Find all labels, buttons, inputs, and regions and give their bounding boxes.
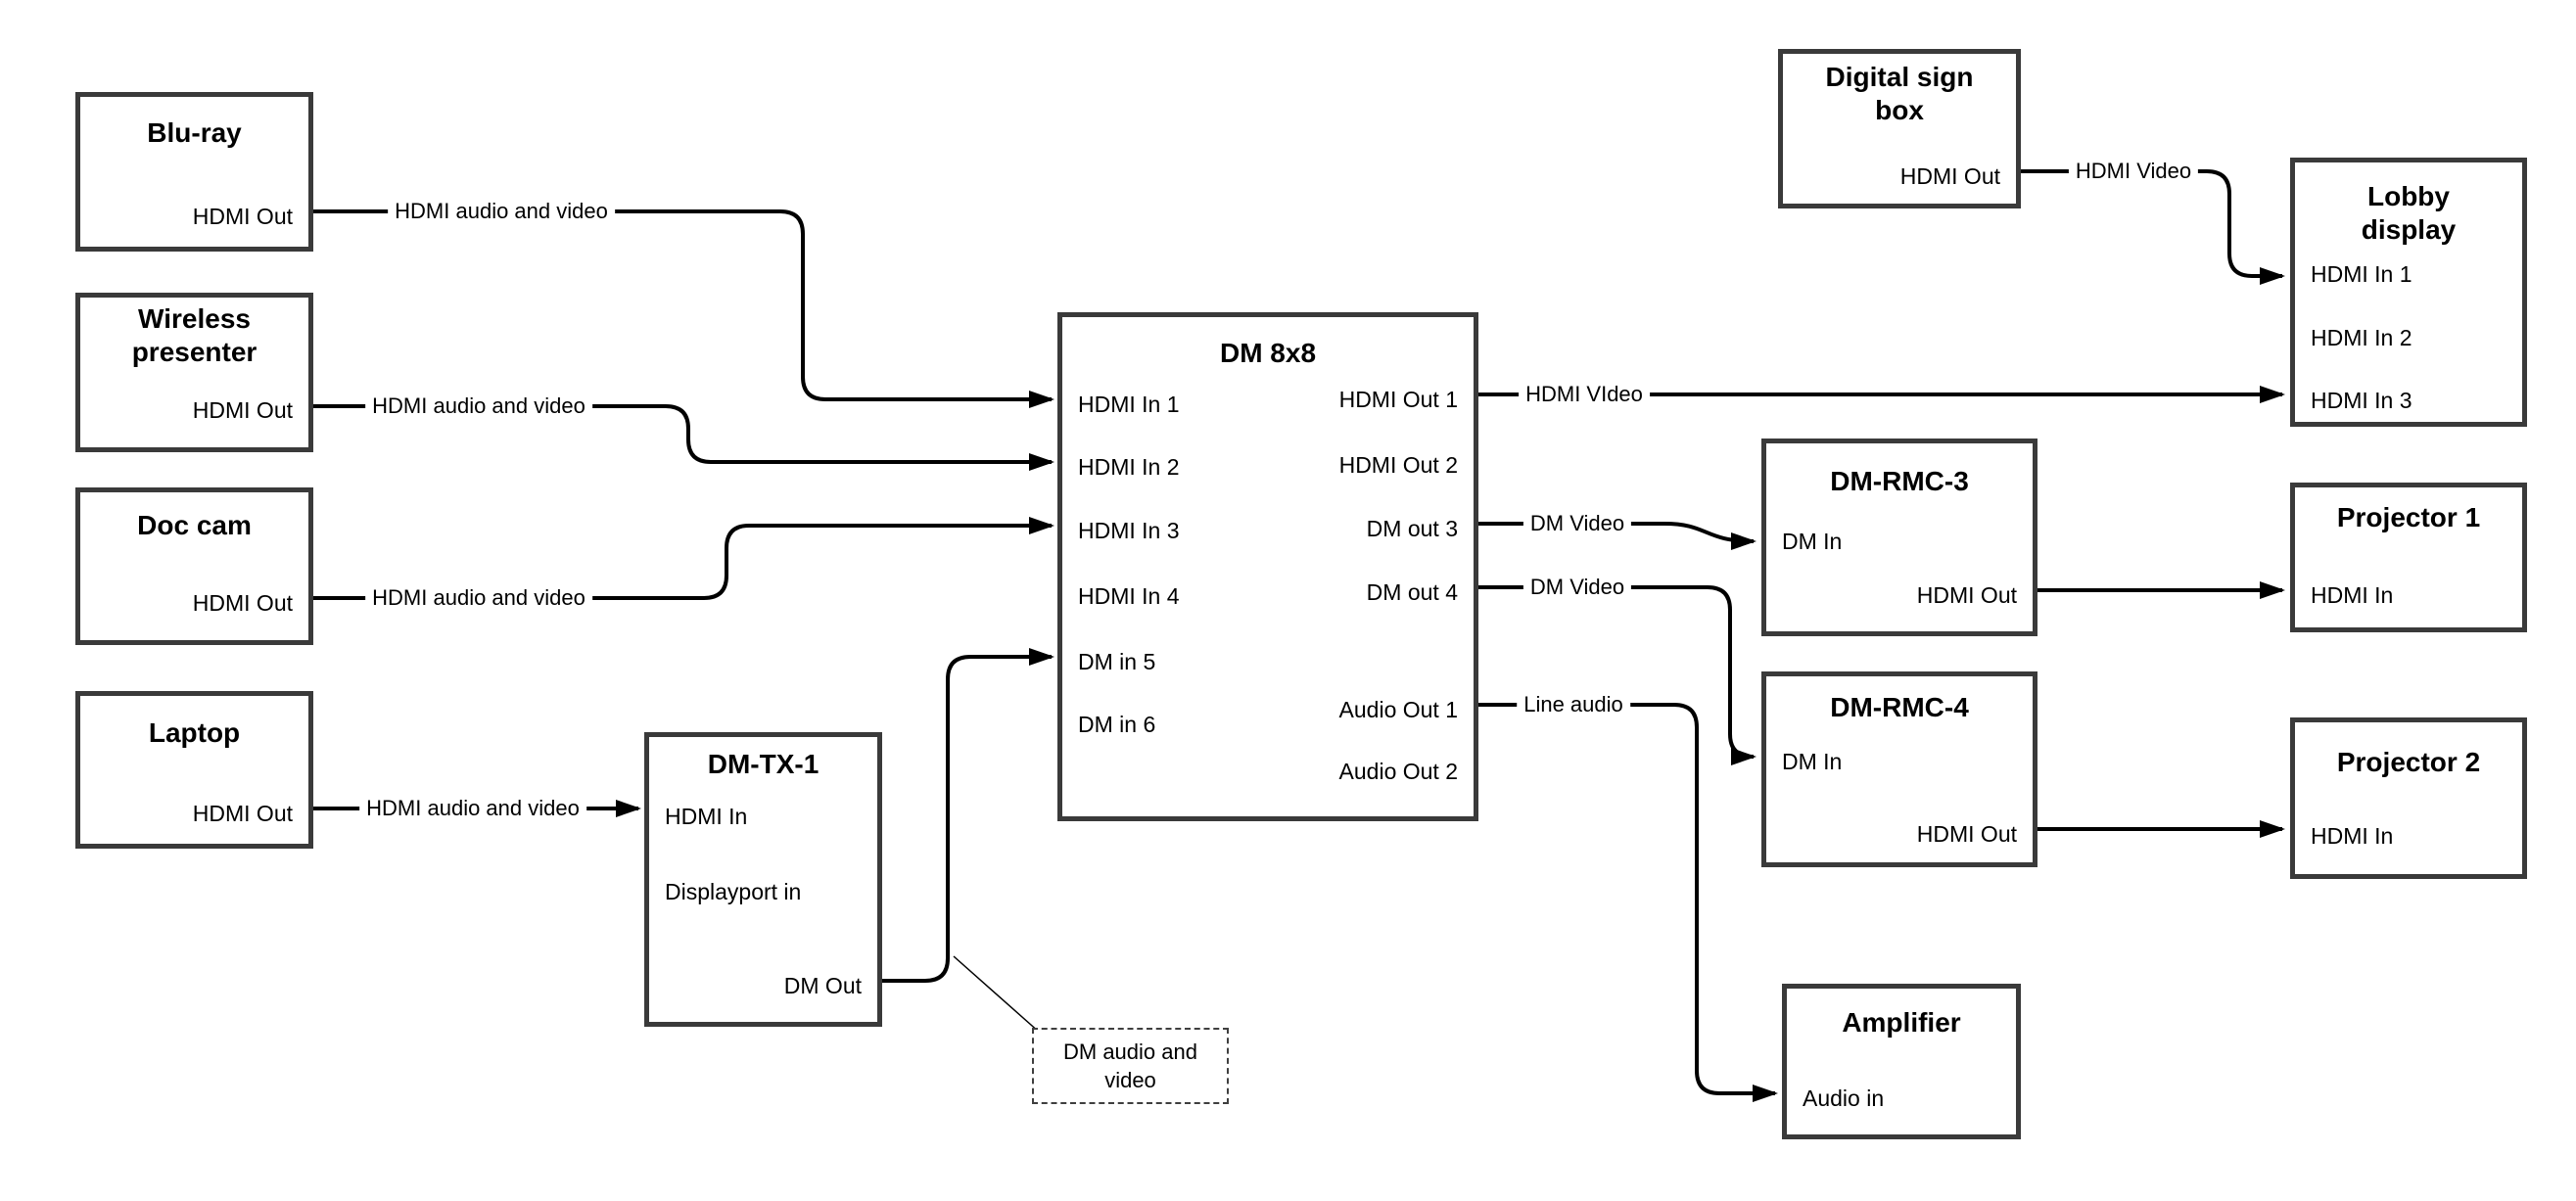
- connector-digital-sign-to-lobby-hdmi-in-1: [2021, 169, 2285, 285]
- box-title: Wireless presenter: [131, 303, 258, 367]
- connection-label-bluray: HDMI audio and video: [388, 199, 615, 224]
- box-title: Laptop: [148, 717, 241, 748]
- port-hdmi-out-2: HDMI Out 2: [1338, 452, 1458, 478]
- connection-label-dm-out-4: DM Video: [1522, 575, 1632, 600]
- box-title: Lobby display: [2361, 181, 2457, 245]
- port-dm-in-6: DM in 6: [1078, 712, 1156, 737]
- device-box-dm-rmc-4: DM-RMC-4 DM In HDMI Out: [1761, 671, 2037, 867]
- box-title: Projector 2: [2336, 747, 2481, 777]
- port-hdmi-out: HDMI Out: [1899, 163, 2000, 189]
- device-box-lobby-display: Lobby display HDMI In 1 HDMI In 2 HDMI I…: [2290, 158, 2527, 427]
- port-hdmi-in: HDMI In: [665, 804, 748, 829]
- port-hdmi-in-3: HDMI In 3: [2311, 388, 2412, 413]
- port-hdmi-out-1: HDMI Out 1: [1338, 387, 1458, 412]
- connector-dm-out-3-to-rmc3-dm-in: [1478, 522, 1756, 550]
- box-title: DM-RMC-4: [1830, 692, 1969, 722]
- device-box-bluray: Blu-ray HDMI Out: [75, 92, 313, 252]
- box-title: Doc cam: [137, 510, 252, 540]
- port-dm-out-4: DM out 4: [1366, 579, 1458, 605]
- box-title: Amplifier: [1842, 1007, 1961, 1038]
- box-title: Blu-ray: [147, 117, 242, 148]
- port-displayport-in: Displayport in: [665, 879, 802, 904]
- port-hdmi-in-1: HDMI In 1: [1078, 392, 1180, 417]
- connector-doccam-to-hdmi-in-3: [312, 517, 1054, 600]
- connection-label-dm-out-3: DM Video: [1522, 511, 1632, 536]
- connection-label-wireless: HDMI audio and video: [365, 393, 592, 419]
- port-hdmi-in-3: HDMI In 3: [1078, 518, 1180, 543]
- port-dm-in: DM In: [1782, 749, 1843, 774]
- annotation-note: DM audio and video: [1032, 1028, 1229, 1104]
- port-hdmi-out: HDMI Out: [1916, 582, 2017, 608]
- port-hdmi-out: HDMI Out: [192, 397, 293, 423]
- device-box-dm-8x8: DM 8x8 HDMI In 1 HDMI In 2 HDMI In 3 HDM…: [1057, 312, 1478, 821]
- port-hdmi-in: HDMI In: [2311, 582, 2394, 608]
- port-hdmi-out: HDMI Out: [192, 590, 293, 616]
- port-hdmi-out: HDMI Out: [1916, 821, 2017, 847]
- device-box-projector-1: Projector 1 HDMI In: [2290, 483, 2527, 632]
- device-box-dm-rmc-3: DM-RMC-3 DM In HDMI Out: [1761, 439, 2037, 636]
- port-hdmi-in-4: HDMI In 4: [1078, 583, 1180, 609]
- connector-bluray-to-hdmi-in-1: [312, 209, 1054, 408]
- box-title: DM-TX-1: [707, 749, 820, 779]
- connection-label-digital-sign: HDMI Video: [2068, 159, 2199, 184]
- note-leader-line: [953, 955, 1041, 1034]
- port-dm-out-3: DM out 3: [1366, 516, 1458, 541]
- device-box-digital-sign-box: Digital sign box HDMI Out: [1778, 49, 2021, 208]
- device-box-projector-2: Projector 2 HDMI In: [2290, 717, 2527, 879]
- device-box-laptop: Laptop HDMI Out: [75, 691, 313, 849]
- device-box-amplifier: Amplifier Audio in: [1782, 984, 2021, 1139]
- connector-dm-out-4-to-rmc4-dm-in: [1478, 585, 1756, 765]
- port-hdmi-out: HDMI Out: [192, 204, 293, 229]
- port-audio-in: Audio in: [1803, 1086, 1885, 1111]
- port-hdmi-in-2: HDMI In 2: [2311, 325, 2412, 350]
- device-box-dm-tx-1: DM-TX-1 HDMI In Displayport in DM Out: [644, 732, 882, 1027]
- port-hdmi-out: HDMI Out: [192, 801, 293, 826]
- port-dm-out: DM Out: [783, 973, 862, 998]
- box-title: DM 8x8: [1219, 338, 1317, 368]
- port-hdmi-in-2: HDMI In 2: [1078, 454, 1180, 480]
- port-audio-out-1: Audio Out 1: [1338, 697, 1458, 722]
- connector-dmtx1-dmout-to-dm-in-5: [882, 648, 1054, 983]
- connection-label-audio-out-1: Line audio: [1517, 692, 1630, 717]
- box-title: DM-RMC-3: [1830, 466, 1969, 496]
- connection-label-hdmi-out-1: HDMI VIdeo: [1519, 382, 1650, 407]
- box-title: Projector 1: [2336, 502, 2481, 532]
- connection-label-doccam: HDMI audio and video: [365, 585, 592, 611]
- port-hdmi-in-1: HDMI In 1: [2311, 261, 2412, 287]
- connector-audio-out-1-to-amplifier: [1478, 703, 1778, 1102]
- connection-label-laptop: HDMI audio and video: [359, 796, 586, 821]
- device-box-doc-cam: Doc cam HDMI Out: [75, 487, 313, 645]
- port-dm-in-5: DM in 5: [1078, 649, 1156, 674]
- box-title: Digital sign box: [1825, 62, 1974, 125]
- connector-wireless-to-hdmi-in-2: [312, 404, 1054, 471]
- device-box-wireless-presenter: Wireless presenter HDMI Out: [75, 293, 313, 452]
- port-audio-out-2: Audio Out 2: [1338, 759, 1458, 784]
- port-dm-in: DM In: [1782, 529, 1843, 554]
- port-hdmi-in: HDMI In: [2311, 823, 2394, 849]
